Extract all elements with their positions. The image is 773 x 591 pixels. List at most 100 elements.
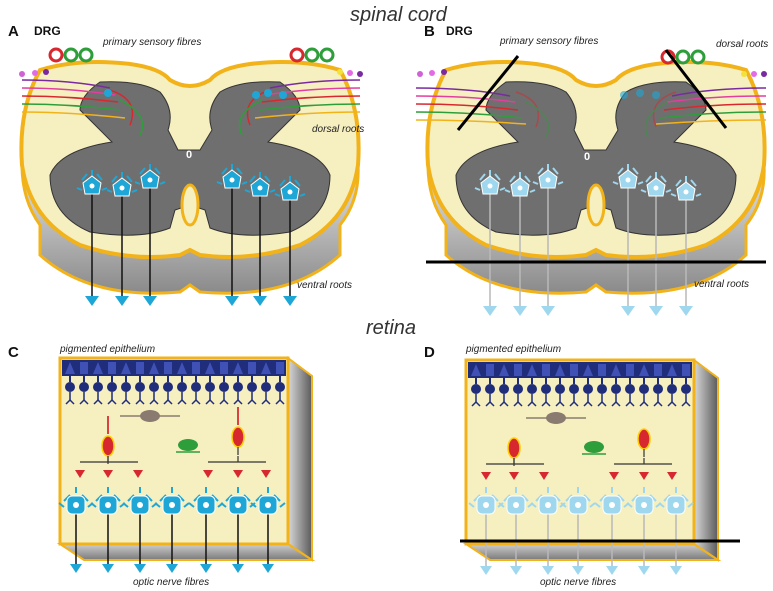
optic-arrowhead [166, 564, 178, 573]
motor-dendrites [612, 164, 644, 185]
photoreceptor-soma [555, 384, 565, 394]
photoreceptor-terminal [163, 398, 173, 405]
optic-arrowhead [542, 566, 554, 575]
rod-outer-segment [654, 364, 662, 376]
optic-arrowhead [638, 566, 650, 575]
ganglion-dendrites [188, 487, 224, 508]
dorsal-root-cut-left [456, 55, 520, 131]
bipolar-branches [486, 458, 672, 465]
section-title-spinal-cord: spinal cord [350, 4, 448, 26]
photoreceptor-soma [541, 384, 551, 394]
photoreceptor-soma [639, 384, 649, 394]
synapse-arrow [539, 472, 549, 480]
cone-outer-segment [555, 364, 565, 376]
photoreceptor-soma [93, 382, 103, 392]
photoreceptor-terminal [583, 400, 593, 407]
panel-d-retina-lesioned: D pigmented epithelium optic nerve fibre… [107, 344, 740, 588]
optic-arrowhead [70, 564, 82, 573]
dorsal-root-cut-right [664, 49, 728, 129]
motor-neuron-nucleus [287, 189, 293, 195]
photoreceptor-soma [485, 384, 495, 394]
bipolar-cell [507, 437, 521, 459]
motor-dendrites [274, 176, 306, 197]
inner-retina-cells-d [107, 407, 677, 480]
synapse-arrow [75, 470, 85, 478]
rod-outer-segment [486, 364, 494, 376]
motor-dendrites [216, 164, 248, 185]
motor-neuron-nucleus [653, 185, 659, 191]
photoreceptor-terminal [513, 400, 523, 407]
photoreceptor-soma [163, 382, 173, 392]
ganglion-dendrites [626, 487, 662, 508]
synapse-arrow [481, 472, 491, 480]
cone-outer-segment [499, 364, 509, 376]
ganglion-nucleus [105, 502, 111, 508]
ganglion-nucleus [673, 502, 679, 508]
rod-outer-segment [136, 362, 144, 374]
ganglion-nucleus [235, 502, 241, 508]
axon-arrowhead [115, 296, 129, 306]
synapse-arrow [203, 470, 213, 478]
motor-neuron-nucleus [147, 177, 153, 183]
amacrine-cell [178, 439, 198, 451]
cone-outer-segment [639, 364, 649, 376]
drg-cells-right-a [289, 47, 363, 77]
optic-arrowhead [606, 566, 618, 575]
cone-outer-segment [527, 364, 537, 376]
photoreceptor-soma [233, 382, 243, 392]
ventral-roots-label-a: ventral roots [297, 280, 352, 291]
photoreceptor-soma [219, 382, 229, 392]
ganglion-nucleus [73, 502, 79, 508]
axon-arrowhead [253, 296, 267, 306]
photoreceptor-terminal [177, 398, 187, 405]
photoreceptor-soma [513, 384, 523, 394]
photoreceptor-terminal [79, 398, 89, 405]
ganglion-dendrites [594, 487, 630, 508]
ganglion-nucleus [265, 502, 271, 508]
optic-arrowhead [102, 564, 114, 573]
motor-dendrites [106, 172, 138, 193]
panel-b-spinal-cord-lesioned: 0 [415, 23, 768, 316]
retina-box-bottom-c [56, 543, 316, 561]
retina-box-side-d [693, 358, 719, 562]
panel-letter-a: A [8, 23, 19, 40]
drg-cells-left-b [417, 69, 447, 77]
dorsal-roots-label-a: dorsal roots [312, 124, 364, 135]
axon-arrowhead [649, 306, 663, 316]
central-canal-label-a: 0 [186, 149, 192, 161]
rod-outer-segment [542, 364, 550, 376]
photoreceptor-soma [471, 384, 481, 394]
photoreceptor-soma [275, 382, 285, 392]
optic-arrowhead [480, 566, 492, 575]
ganglion-dendrites [58, 487, 94, 508]
ganglion-dendrites [250, 487, 286, 508]
photoreceptor-soma [499, 384, 509, 394]
rod-outer-segment [682, 364, 690, 376]
cone-outer-segment [583, 364, 593, 376]
synapse-arrow [233, 470, 243, 478]
bipolar-branches [80, 456, 266, 463]
photoreceptor-terminal [499, 400, 509, 407]
rod-outer-segment [108, 362, 116, 374]
photoreceptor-terminal [471, 400, 481, 407]
photoreceptor-terminal [219, 398, 229, 405]
optic-arrowhead [510, 566, 522, 575]
cone-outer-segment [667, 364, 677, 376]
primary-sensory-label-b: primary sensory fibres [499, 36, 598, 47]
photoreceptor-soma [135, 382, 145, 392]
photoreceptor-soma [247, 382, 257, 392]
ganglion-nucleus [545, 502, 551, 508]
rod-outer-segment [514, 364, 522, 376]
axon-arrowhead [85, 296, 99, 306]
ganglion-nucleus [169, 502, 175, 508]
section-title-retina: retina [366, 317, 416, 339]
primary-sensory-label-a: primary sensory fibres [102, 37, 201, 48]
motor-neurons-b [474, 164, 702, 316]
synapse-arrow [509, 472, 519, 480]
cone-outer-segment [149, 362, 159, 374]
synapse-arrow [667, 472, 677, 480]
motor-neuron-nucleus [119, 185, 125, 191]
rod-outer-segment [220, 362, 228, 374]
optic-arrowhead [262, 564, 274, 573]
motor-dendrites [76, 170, 108, 191]
